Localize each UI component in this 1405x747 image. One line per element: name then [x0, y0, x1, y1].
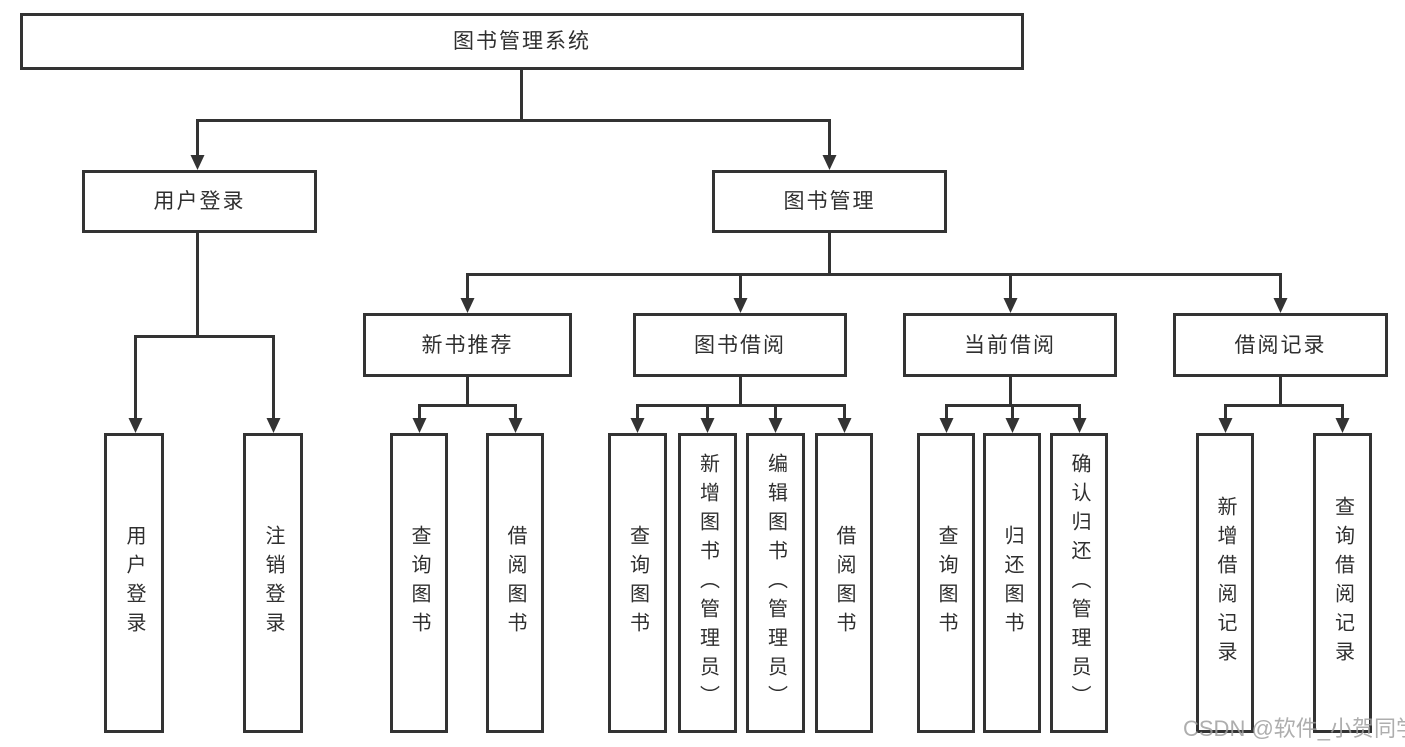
node-leaf-add-book-admin: 新增图书（管理员） — [678, 433, 737, 733]
node-leaf-query-books-1: 查询图书 — [390, 433, 448, 733]
node-borrowing-records: 借阅记录 — [1173, 313, 1388, 377]
node-leaf-logout: 注销登录 — [243, 433, 303, 733]
node-leaf-return-book: 归还图书 — [983, 433, 1041, 733]
node-leaf-confirm-return-admin: 确认归还（管理员） — [1050, 433, 1108, 733]
node-current-borrowing: 当前借阅 — [903, 313, 1117, 377]
node-leaf-add-borrow-record: 新增借阅记录 — [1196, 433, 1254, 733]
node-leaf-edit-book-admin: 编辑图书（管理员） — [746, 433, 805, 733]
node-leaf-query-books-3: 查询图书 — [917, 433, 975, 733]
tree-edges — [134, 70, 1344, 420]
node-user-login-branch: 用户登录 — [82, 170, 317, 233]
node-leaf-borrow-books-1: 借阅图书 — [486, 433, 544, 733]
node-book-borrowing: 图书借阅 — [633, 313, 847, 377]
node-leaf-user-login: 用户登录 — [104, 433, 164, 733]
node-leaf-borrow-books-2: 借阅图书 — [815, 433, 873, 733]
node-new-book-recommendation: 新书推荐 — [363, 313, 572, 377]
csdn-watermark: CSDN @软件_小贺同学 — [1183, 716, 1405, 741]
node-book-management-branch: 图书管理 — [712, 170, 947, 233]
node-leaf-query-borrow-record: 查询借阅记录 — [1313, 433, 1372, 733]
node-library-management-system: 图书管理系统 — [20, 13, 1024, 70]
node-leaf-query-books-2: 查询图书 — [608, 433, 667, 733]
